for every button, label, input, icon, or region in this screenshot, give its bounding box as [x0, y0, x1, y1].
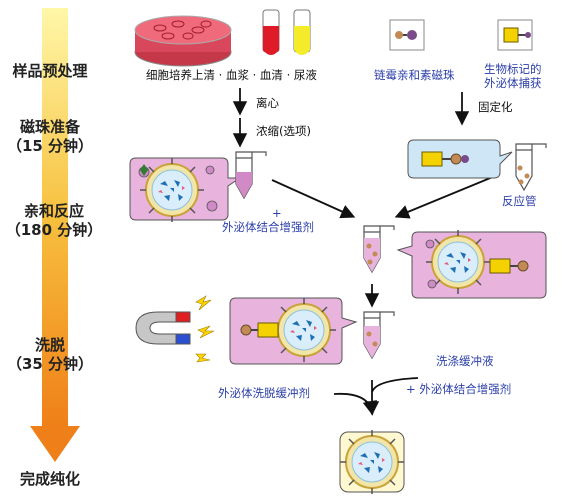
elution-tube-icon — [363, 311, 395, 359]
plasma-serum-tubes-icon — [262, 9, 311, 55]
centrifuge-label: 离心 — [256, 96, 279, 110]
magnet-icon — [135, 295, 215, 363]
binding-complex-callout — [396, 229, 547, 299]
plus-sign: + — [272, 206, 282, 220]
sample-tube-icon — [235, 151, 267, 199]
biotin-capture-label-line1: 生物标记的 — [484, 62, 542, 76]
step-3: 亲和反应 （180 分钟） — [0, 202, 108, 240]
step-4: 洗脱 （35 分钟） — [0, 336, 100, 374]
step-2-time: （15 分钟） — [6, 137, 94, 155]
bead-prep-callout — [407, 139, 513, 179]
biotin-capture-icon — [497, 19, 533, 51]
step-3-time: （180 分钟） — [5, 221, 103, 239]
step-2-label: 磁珠准备 — [19, 118, 80, 136]
binding-tube-icon — [363, 225, 395, 273]
step-4-time: （35 分钟） — [6, 355, 94, 373]
step-1: 样品预处理 — [0, 62, 100, 81]
streptavidin-bead-icon — [389, 19, 425, 51]
flow-arrows — [232, 88, 501, 416]
elution-buffer-label: 外泌体洗脱缓冲剂 — [218, 386, 310, 400]
step-1-label: 样品预处理 — [12, 62, 88, 80]
reaction-tube-icon — [515, 143, 547, 191]
plus-binding-enhancer-label: + 外泌体结合增强剂 — [406, 382, 512, 396]
wash-buffer-label: 洗涤缓冲液 — [436, 354, 494, 368]
progress-timeline-bar — [30, 8, 80, 462]
elution-complex-callout — [229, 297, 358, 365]
step-2: 磁珠准备 （15 分钟） — [0, 118, 100, 156]
step-5-label: 完成纯化 — [19, 470, 80, 488]
biotin-capture-label-line2: 外泌体捕获 — [484, 76, 542, 90]
binding-enhancer-label: 外泌体结合增强剂 — [222, 220, 314, 234]
reaction-tube-label: 反应管 — [502, 194, 537, 208]
sample-exosome-callout — [129, 157, 242, 223]
immobilize-label: 固定化 — [478, 100, 513, 114]
concentrate-label: 浓缩(选项) — [256, 124, 311, 138]
cell-culture-dish-icon — [134, 15, 232, 67]
step-3-label: 亲和反应 — [23, 202, 84, 220]
step-4-label: 洗脱 — [34, 336, 65, 354]
sample-types-label: 细胞培养上清 · 血浆 · 血清 · 尿液 — [146, 68, 317, 82]
streptavidin-beads-label: 链霉亲和素磁珠 — [374, 68, 455, 82]
step-5: 完成纯化 — [0, 470, 100, 489]
purified-exosome-icon — [339, 429, 405, 495]
